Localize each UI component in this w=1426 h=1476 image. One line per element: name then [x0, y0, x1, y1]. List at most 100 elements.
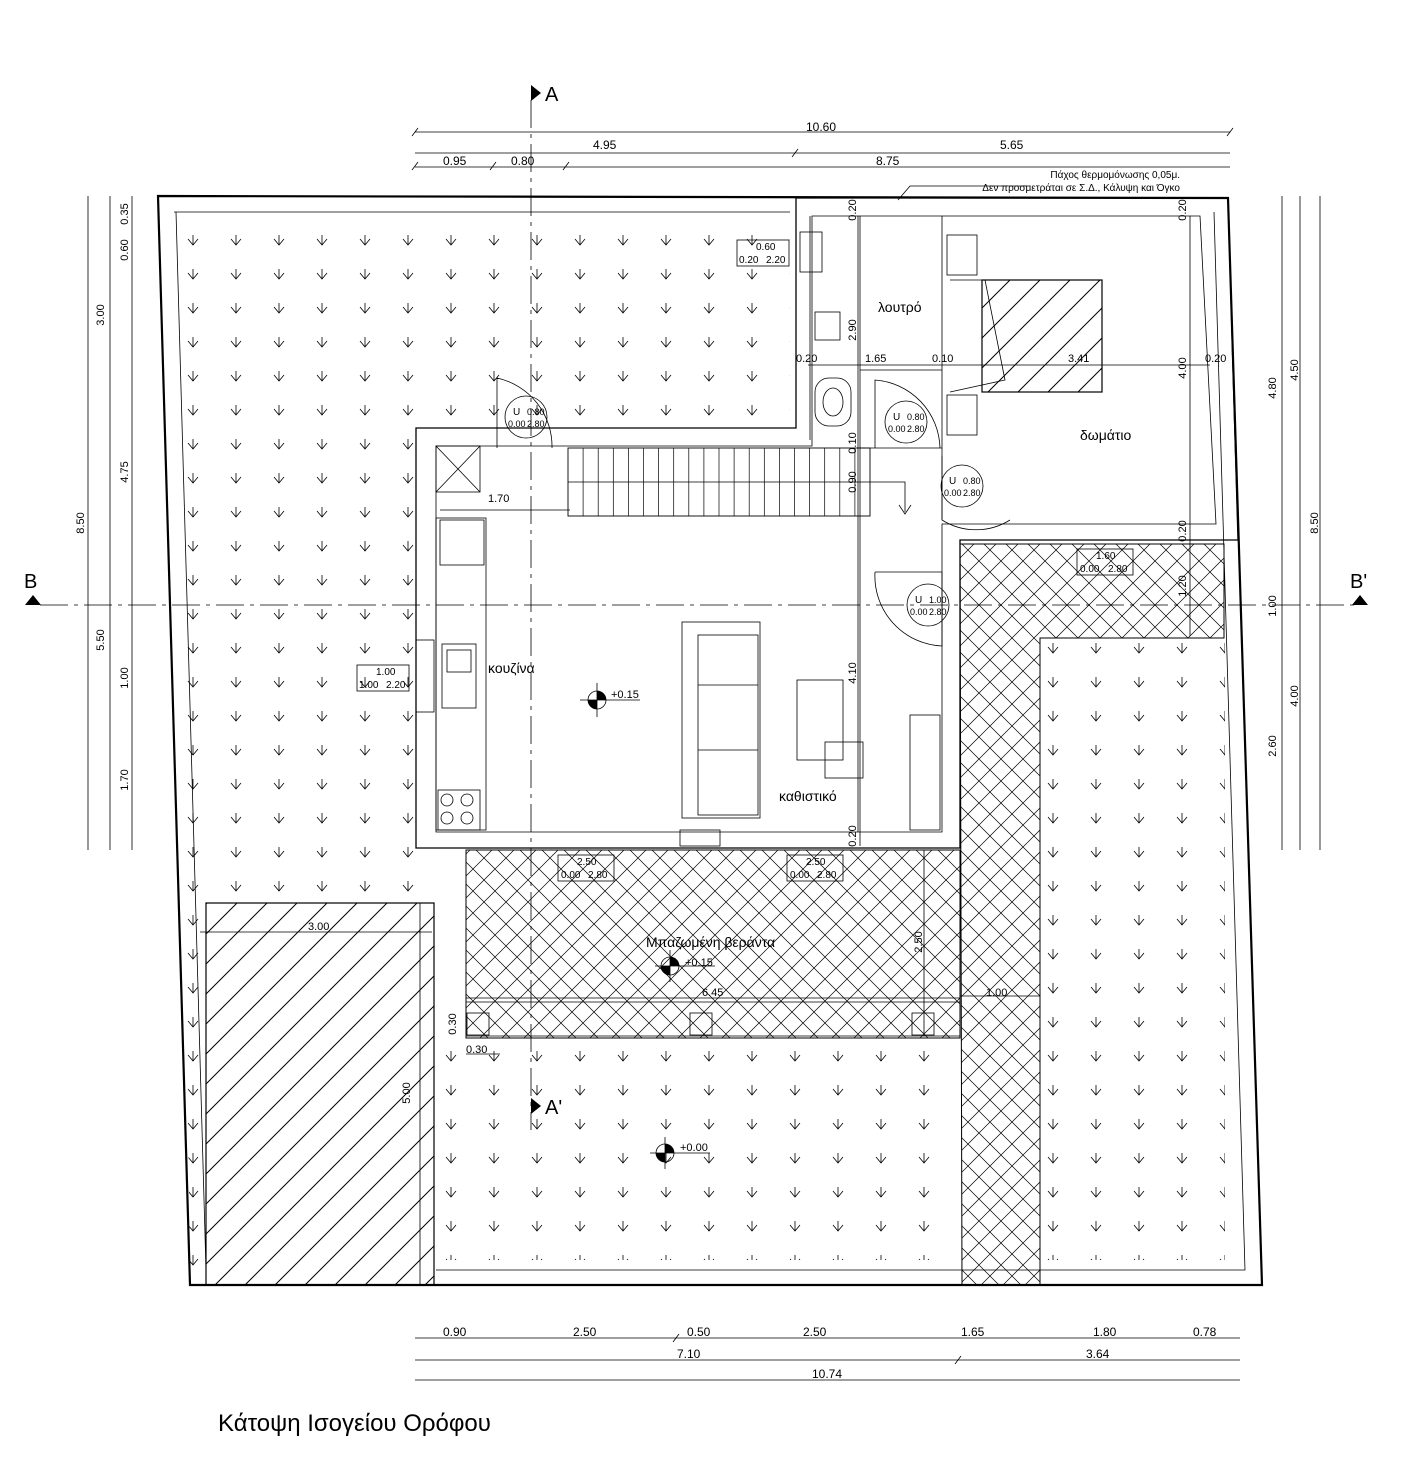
dim-top-s2: 0.80 — [511, 154, 535, 168]
dim-pier2: 0.30 — [466, 1044, 487, 1056]
dim-bottom-b1: 0.90 — [443, 1325, 467, 1339]
bathroom-fixtures — [799, 231, 852, 427]
house-walls — [415, 197, 1239, 849]
dim-left-outer: 8.50 — [75, 512, 87, 533]
staircase — [567, 447, 912, 517]
door-swings — [496, 377, 1011, 647]
door-tag: U 0.80 0.00 2.80 — [508, 407, 545, 429]
dim-top-s3: 8.75 — [876, 154, 900, 168]
dim-pier1: 0.30 — [447, 1013, 459, 1034]
dim-left-s1: 0.35 — [119, 203, 131, 224]
section-axes — [25, 85, 1368, 1130]
dim-v1: 1.20 — [1177, 575, 1189, 596]
door-tag-height: 2.80 — [907, 424, 925, 434]
window-tag: 1.00 1.00 2.20 — [359, 667, 406, 691]
window-tag-sill: 0.00 — [1080, 564, 1100, 575]
window-tag-width: 2.50 — [577, 857, 597, 868]
window-tag-height: 2.80 — [588, 870, 608, 881]
dim-bottom-t2: 3.64 — [1086, 1347, 1110, 1361]
dim-bath-w: 1.65 — [865, 353, 886, 365]
living-furniture — [679, 621, 941, 847]
window-tag-width: 2.50 — [806, 857, 826, 868]
garden-area — [176, 212, 1225, 1270]
dim-bottom-b7: 0.78 — [1193, 1325, 1217, 1339]
door-tag-height: 2.80 — [929, 607, 947, 617]
door-tag-sill: 0.00 — [888, 424, 906, 434]
dim-strip-w: 1.00 — [986, 987, 1007, 999]
dim-park-h: 5.00 — [401, 1082, 413, 1103]
dim-stair: 1.70 — [488, 493, 509, 505]
dim-wall7: 0.20 — [847, 825, 859, 846]
window-tag-height: 2.80 — [1108, 564, 1128, 575]
dim-veranda-w: 6.45 — [702, 987, 723, 999]
window-tag: 2.50 0.00 2.80 — [790, 857, 837, 881]
dim-right-r3: 1.00 — [1267, 595, 1279, 616]
door-tag: U 0.80 0.00 2.80 — [888, 412, 925, 434]
dim-wall5: 0.20 — [1177, 199, 1189, 220]
dim-bed-w: 3.41 — [1068, 353, 1089, 365]
dim-living-h: 4.10 — [847, 662, 859, 683]
window-tag-sill: 0.00 — [561, 870, 581, 881]
door-tag: U 0.80 0.00 2.80 — [944, 476, 981, 498]
level-yard: +0.00 — [680, 1142, 708, 1154]
door-tag-u: U — [893, 412, 900, 423]
dim-right-r1: 4.80 — [1267, 377, 1279, 398]
opening-tags — [356, 239, 1134, 882]
dim-park-w: 3.00 — [308, 921, 329, 933]
dim-left-upper: 3.00 — [95, 304, 107, 325]
dim-bottom-b2: 2.50 — [573, 1325, 597, 1339]
level-interior: +0.15 — [611, 689, 639, 701]
dim-hall1: 0.90 — [847, 471, 859, 492]
section-a-prime-label: A' — [545, 1097, 562, 1119]
door-tag-height: 2.80 — [963, 488, 981, 498]
window-tag-sill: 1.00 — [359, 680, 379, 691]
door-tag-u: U — [915, 595, 922, 606]
dim-bottom-b3: 0.50 — [687, 1325, 711, 1339]
dim-left-lower: 5.50 — [95, 629, 107, 650]
section-b-prime-label: B' — [1350, 571, 1367, 593]
dim-right-outer: 8.50 — [1309, 512, 1321, 533]
dim-bottom-t1: 7.10 — [677, 1347, 701, 1361]
level-markers — [580, 683, 715, 1169]
door-tag-u: U — [949, 476, 956, 487]
kitchen-counter — [415, 445, 487, 831]
level-veranda: +0.15 — [685, 957, 713, 969]
dim-left-s5: 1.70 — [119, 769, 131, 790]
window-tag-height: 2.80 — [817, 870, 837, 881]
room-bedroom: δωμάτιο — [1080, 427, 1132, 443]
dim-left-s4: 1.00 — [119, 667, 131, 688]
room-bath: λουτρό — [878, 299, 922, 315]
door-tag-sill: 0.00 — [508, 419, 526, 429]
dim-hall2: 0.10 — [847, 432, 859, 453]
dim-left-s3: 4.75 — [119, 461, 131, 482]
door-tag-sill: 0.00 — [944, 488, 962, 498]
dim-bath-h: 2.90 — [847, 319, 859, 340]
terrace-hatch — [465, 543, 1225, 1286]
plan-title: Κάτοψη Ισογείου Ορόφου — [218, 1410, 491, 1437]
room-veranda: Μπαζωμένη βεράντα — [646, 934, 775, 950]
door-tag: U 1.00 0.00 2.80 — [910, 595, 947, 617]
room-living: καθιστικό — [779, 788, 837, 804]
dim-right-r5: 2.60 — [1267, 735, 1279, 756]
window-tag: 1.60 0.00 2.80 — [1080, 551, 1128, 575]
section-a-label: A — [545, 84, 559, 106]
door-tag-height: 2.80 — [527, 419, 545, 429]
dim-top-left: 4.95 — [593, 138, 617, 152]
door-tag-width: 1.00 — [929, 595, 947, 605]
dim-wall6: 0.20 — [1177, 520, 1189, 541]
dimension-lines — [87, 127, 1321, 1381]
dim-left-s2: 0.60 — [119, 239, 131, 260]
window-tag-sill: 0.00 — [790, 870, 810, 881]
dim-right-r2: 4.50 — [1289, 359, 1301, 380]
dim-bottom-b5: 1.65 — [961, 1325, 985, 1339]
dim-bed-h: 4.00 — [1177, 357, 1189, 378]
section-b-label: B — [24, 571, 37, 593]
window-tag-height: 2.20 — [766, 255, 786, 266]
bed-symbol — [949, 279, 1103, 393]
dim-wall3: 0.20 — [1205, 353, 1226, 365]
insulation-note-line1: Πάχος θερμομόνωσης 0,05μ. — [1050, 169, 1180, 181]
dim-bottom-b6: 1.80 — [1093, 1325, 1117, 1339]
dim-wall4: 0.20 — [847, 199, 859, 220]
window-tag-sill: 0.20 — [739, 255, 759, 266]
